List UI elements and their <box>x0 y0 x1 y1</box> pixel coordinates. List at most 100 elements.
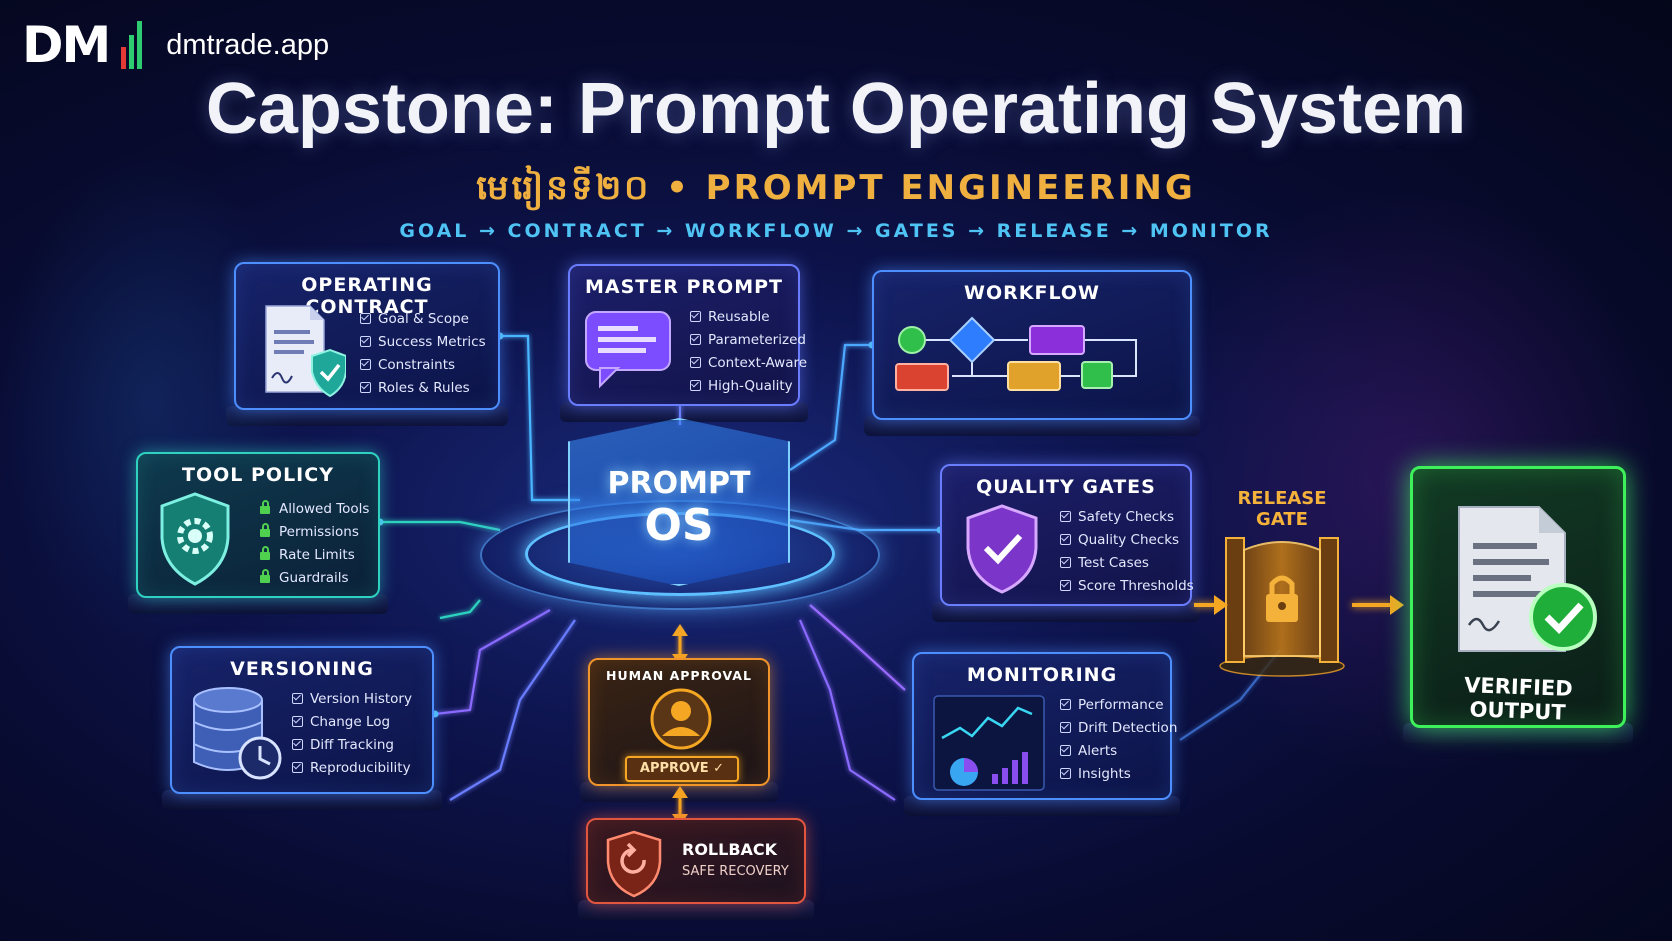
human-approval-title: HUMAN APPROVAL <box>606 668 752 683</box>
shield-check-icon <box>966 504 1038 594</box>
connector-monitoring <box>809 604 906 691</box>
list-item: Drift Detection <box>1060 717 1177 740</box>
list-item: Guardrails <box>260 567 369 590</box>
master-prompt-title: MASTER PROMPT <box>585 276 783 298</box>
checkbox-icon <box>292 739 303 750</box>
list-item: Roles & Rules <box>360 377 486 400</box>
checkbox-icon <box>1060 557 1071 568</box>
prompt-os-hub[interactable] <box>568 418 790 586</box>
page-title: Capstone: Prompt Operating System <box>205 69 1467 149</box>
checkbox-icon <box>360 313 371 324</box>
brand-url: dmtrade.app <box>166 28 330 61</box>
page-subtitle: មេរៀនទី២០ • PROMPT ENGINEERING <box>476 168 1196 208</box>
connector-left-1 <box>439 599 481 620</box>
lock-icon <box>260 546 270 560</box>
list-item: Goal & Scope <box>360 308 486 331</box>
versioning-panel[interactable]: VERSIONING Version History Change Log Di… <box>162 646 442 810</box>
connector-contract <box>500 334 580 502</box>
list-item: Quality Checks <box>1060 529 1194 552</box>
arrow-to-gate <box>1194 595 1228 615</box>
shield-gear-icon <box>160 492 230 586</box>
human-approval-panel[interactable]: HUMAN APPROVAL APPROVE ✓ <box>580 658 778 802</box>
brand-mark: DM <box>22 16 111 74</box>
analytics-chart-icon <box>933 695 1045 791</box>
list-item: Performance <box>1060 694 1177 717</box>
list-item: Parameterized <box>690 329 807 352</box>
rollback-panel[interactable]: ROLLBACK SAFE RECOVERY <box>578 818 814 920</box>
checkbox-icon <box>1060 534 1071 545</box>
release-gate-label: RELEASE GATE <box>1222 488 1342 530</box>
quality-gates-list: Safety Checks Quality Checks Test Cases … <box>1060 506 1194 598</box>
rollback-title: ROLLBACK <box>682 840 778 859</box>
quality-gates-panel[interactable]: QUALITY GATES Safety Checks Quality Chec… <box>932 464 1200 622</box>
database-clock-icon <box>193 687 282 780</box>
workflow-panel[interactable]: WORKFLOW <box>864 270 1200 436</box>
list-item: Safety Checks <box>1060 506 1194 529</box>
list-item: Constraints <box>360 354 486 377</box>
tool-policy-list: Allowed Tools Permissions Rate Limits Gu… <box>260 498 369 590</box>
operating-contract-panel[interactable]: OPERATING CONTRACT Goal & Scope Success … <box>226 262 508 426</box>
chart-bars-icon <box>121 21 143 69</box>
quality-gates-title: QUALITY GATES <box>976 476 1156 498</box>
lock-icon <box>260 569 270 583</box>
verified-output-panel[interactable]: VERIFIED OUTPUT <box>1403 466 1633 743</box>
release-gate-line-2: GATE <box>1256 509 1308 530</box>
release-gate-line-1: RELEASE <box>1237 488 1327 509</box>
tool-policy-panel[interactable]: TOOL POLICY Allowed Tools Permissions Ra… <box>128 452 388 614</box>
brand-logo: DM dmtrade.app <box>22 20 329 70</box>
list-item: Allowed Tools <box>260 498 369 521</box>
list-item: Diff Tracking <box>292 734 412 757</box>
list-item: High-Quality <box>690 375 807 398</box>
tool-policy-title: TOOL POLICY <box>182 464 334 486</box>
shield-rollback-icon <box>606 830 662 898</box>
lock-icon <box>260 523 270 537</box>
connector-versioning <box>434 609 551 716</box>
checkbox-icon <box>1060 745 1071 756</box>
verified-document-icon <box>1458 506 1597 652</box>
master-prompt-list: Reusable Parameterized Context-Aware Hig… <box>690 306 807 398</box>
operating-contract-title: OPERATING CONTRACT <box>301 274 433 318</box>
checkbox-icon <box>292 716 303 727</box>
workflow-title: WORKFLOW <box>964 282 1100 304</box>
workflow-diagram-icon <box>895 316 1137 391</box>
list-item: Version History <box>292 688 412 711</box>
checkbox-icon <box>360 359 371 370</box>
list-item: Success Metrics <box>360 331 486 354</box>
list-item: Change Log <box>292 711 412 734</box>
checkbox-icon <box>1060 511 1071 522</box>
checkbox-icon <box>690 357 701 368</box>
approve-button[interactable]: APPROVE ✓ <box>625 756 739 782</box>
checkbox-icon <box>1060 580 1071 591</box>
list-item: Score Thresholds <box>1060 575 1194 598</box>
checkbox-icon <box>360 336 371 347</box>
connector-bottom-left <box>449 619 576 801</box>
release-gate-icon[interactable] <box>1212 528 1352 678</box>
monitoring-panel[interactable]: MONITORING Performance Drift Detection A… <box>904 652 1180 816</box>
list-item: Reusable <box>690 306 807 329</box>
list-item: Context-Aware <box>690 352 807 375</box>
checkbox-icon <box>690 380 701 391</box>
connector-tool <box>380 520 501 532</box>
list-item: Permissions <box>260 521 369 544</box>
contract-document-icon <box>265 305 346 398</box>
checkbox-icon <box>690 311 701 322</box>
monitoring-list: Performance Drift Detection Alerts Insig… <box>1060 694 1177 786</box>
monitoring-title: MONITORING <box>966 664 1118 686</box>
rollback-subtitle: SAFE RECOVERY <box>682 864 789 879</box>
hub-label-prompt: PROMPT <box>607 466 751 501</box>
user-avatar-icon <box>650 688 712 750</box>
checkbox-icon <box>292 693 303 704</box>
flow-steps: GOAL → CONTRACT → WORKFLOW → GATES → REL… <box>399 220 1273 242</box>
versioning-title: VERSIONING <box>230 658 374 680</box>
lock-icon <box>260 500 270 514</box>
connector-workflow <box>789 343 872 471</box>
operating-contract-list: Goal & Scope Success Metrics Constraints… <box>360 308 486 400</box>
checkbox-icon <box>690 334 701 345</box>
list-item: Insights <box>1060 763 1177 786</box>
list-item: Alerts <box>1060 740 1177 763</box>
master-prompt-panel[interactable]: MASTER PROMPT Reusable Parameterized Con… <box>560 264 808 422</box>
checkbox-icon <box>360 382 371 393</box>
chat-bubble-icon <box>585 311 671 389</box>
versioning-list: Version History Change Log Diff Tracking… <box>292 688 412 780</box>
connector-bottom-right <box>798 619 896 801</box>
